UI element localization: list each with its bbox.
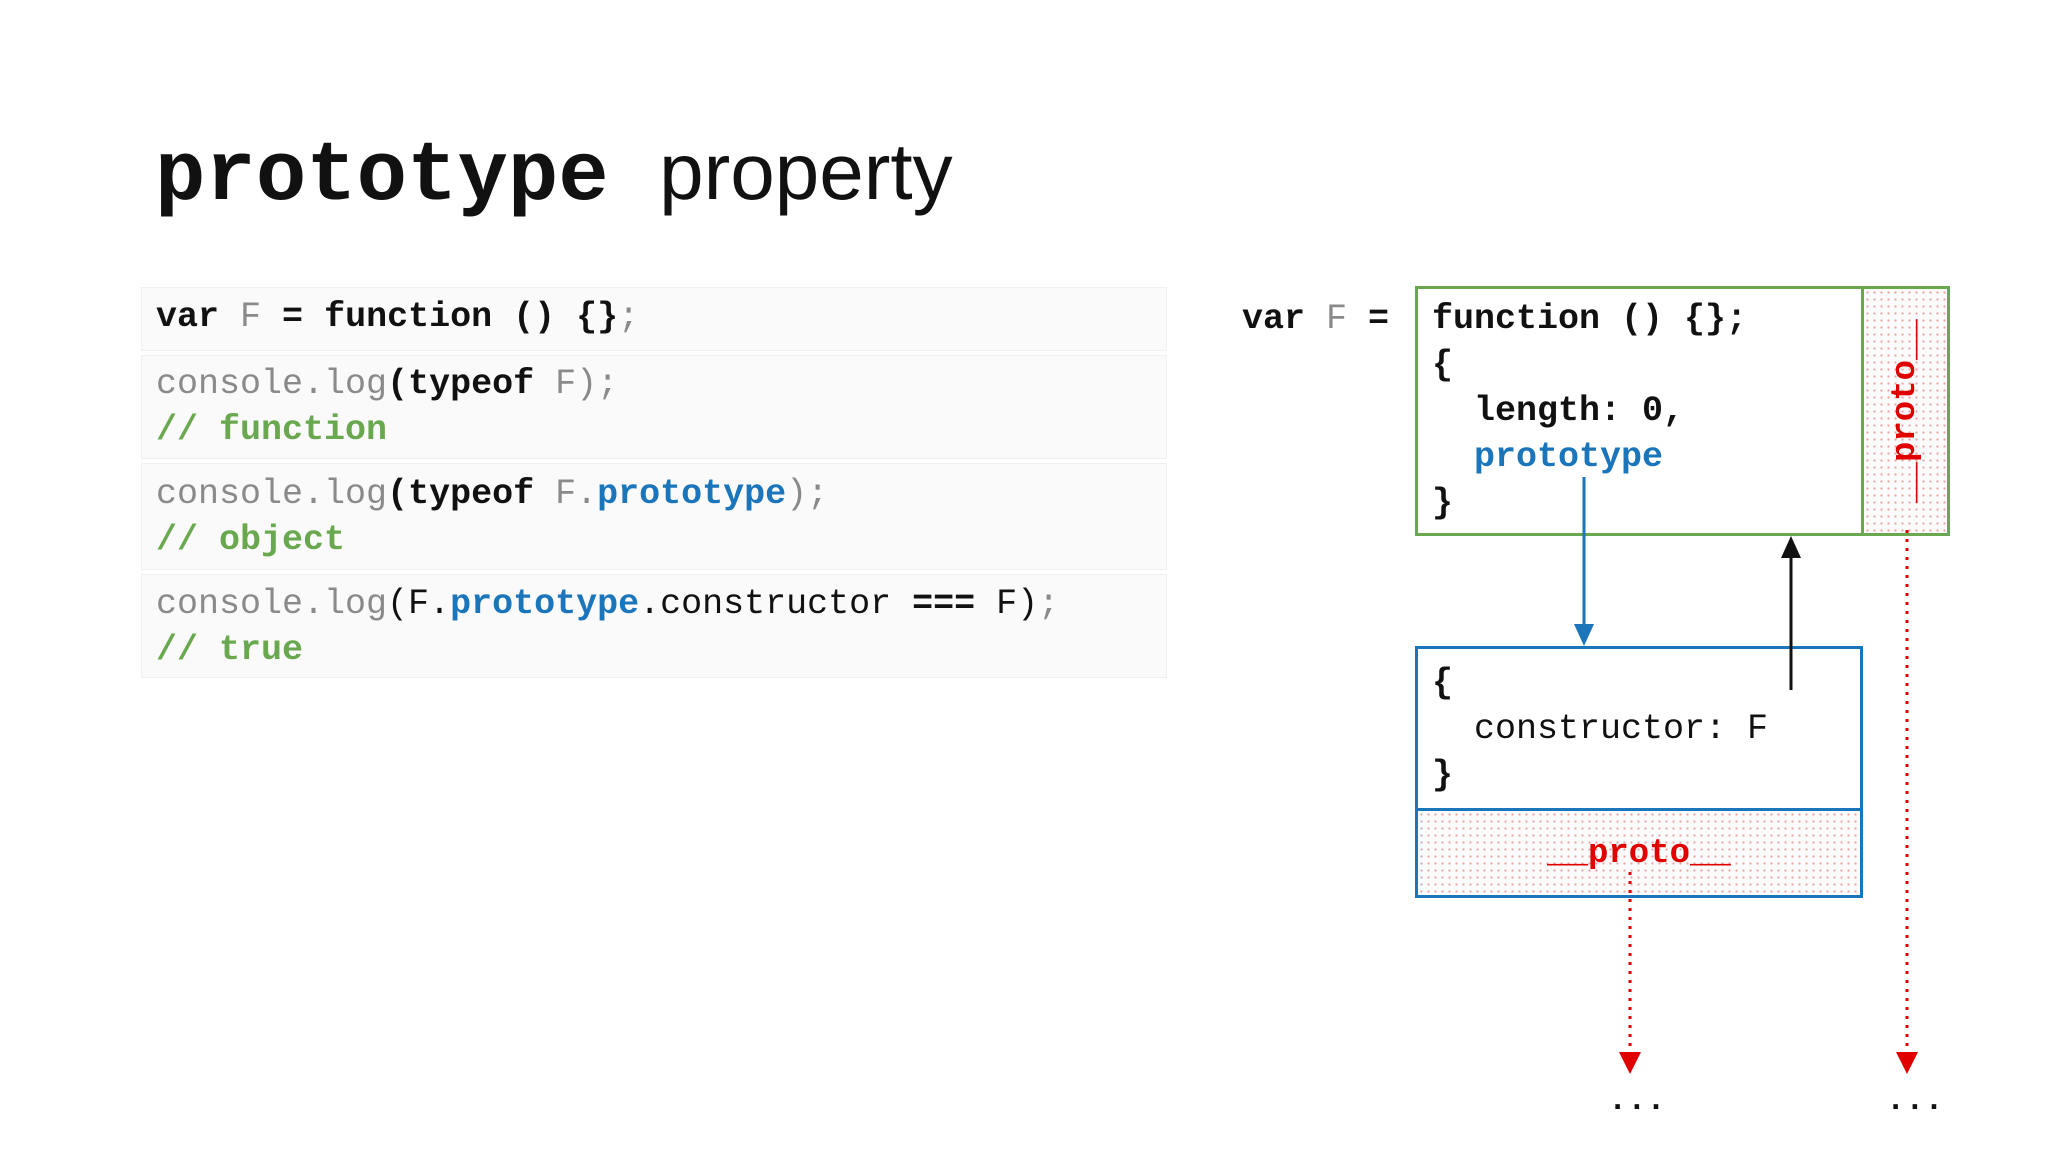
function-proto-link-arrowhead (1896, 1052, 1918, 1074)
code-token: ; (597, 364, 619, 404)
code-block-4: console.log(F.prototype.constructor === … (141, 574, 1167, 678)
code-block-1: var F = function () {}; (141, 287, 1167, 351)
title-keyword: prototype (155, 130, 609, 225)
code-token: { (1432, 345, 1454, 385)
code-line: var F = function () {}; (156, 294, 639, 340)
code-token: .constructor (639, 584, 913, 624)
code-line: console.log(typeof F.prototype); (156, 471, 828, 517)
var-label: var F = (1242, 296, 1389, 342)
code-comment: // true (156, 627, 303, 673)
prototype-object-box: { constructor: F } (1415, 646, 1863, 811)
code-token: ) (786, 474, 808, 514)
function-object-box: function () {}; { length: 0, prototype } (1415, 286, 1950, 536)
code-token: console.log (156, 474, 388, 514)
prototype-property: prototype (1432, 434, 1663, 480)
function-proto-slot: __proto__ (1861, 286, 1950, 536)
code-token: = (282, 297, 304, 337)
code-token: ; (618, 297, 640, 337)
close-brace: } (1432, 480, 1453, 526)
code-token: } (1432, 755, 1454, 795)
length-property: length: 0, (1432, 388, 1684, 434)
code-block-3: console.log(typeof F.prototype); // obje… (141, 463, 1167, 570)
ellipsis-right: ... (1886, 1082, 1944, 1119)
code-token: // function (156, 410, 388, 450)
prototype-link-arrowhead (1574, 624, 1594, 646)
code-token: (F. (387, 584, 451, 624)
code-block-2: console.log(typeof F); // function (141, 355, 1167, 459)
slide-title: prototype property (155, 122, 953, 228)
open-brace: { (1432, 342, 1453, 388)
code-token: function () {}; (1432, 299, 1748, 339)
code-token: F) (534, 364, 598, 404)
constructor-property: constructor: F (1432, 706, 1768, 752)
code-comment: // object (156, 517, 345, 563)
code-token: var (156, 297, 220, 337)
code-token: F (219, 297, 283, 337)
code-token: () {} (492, 297, 619, 337)
code-token: typeof (408, 364, 535, 404)
code-token: F. (534, 474, 598, 514)
code-token: ( (387, 364, 409, 404)
code-token: ; (1038, 584, 1060, 624)
title-rest: property (659, 127, 953, 216)
code-token: prototype (1474, 437, 1664, 477)
code-token: } (1432, 483, 1454, 523)
code-token: var (1242, 299, 1306, 339)
close-brace: } (1432, 752, 1453, 798)
code-token: console.log (156, 584, 388, 624)
code-token: function (324, 297, 493, 337)
code-token: = (1368, 299, 1390, 339)
prototype-proto-label: __proto__ (1547, 835, 1731, 873)
code-token: // object (156, 520, 346, 560)
prototype-proto-link-arrowhead (1619, 1052, 1641, 1074)
code-token: console.log (156, 364, 388, 404)
code-token: F (1305, 299, 1369, 339)
code-line: console.log(typeof F); (156, 361, 618, 407)
code-token: { (1432, 663, 1454, 703)
code-token: length: 0, (1432, 391, 1685, 431)
code-token: F) (975, 584, 1039, 624)
code-token: typeof (408, 474, 535, 514)
code-token: ( (387, 474, 409, 514)
ellipsis-left: ... (1608, 1082, 1666, 1119)
code-token: prototype (450, 584, 640, 624)
code-token: === (912, 584, 976, 624)
code-token: // true (156, 630, 304, 670)
prototype-proto-slot: __proto__ (1415, 808, 1863, 898)
code-token: ; (807, 474, 829, 514)
constructor-link-arrowhead (1781, 536, 1801, 558)
open-brace: { (1432, 660, 1453, 706)
code-token: prototype (597, 474, 787, 514)
code-token: constructor: F (1432, 709, 1769, 749)
function-line: function () {}; (1432, 296, 1747, 342)
code-line: console.log(F.prototype.constructor === … (156, 581, 1059, 627)
code-comment: // function (156, 407, 387, 453)
